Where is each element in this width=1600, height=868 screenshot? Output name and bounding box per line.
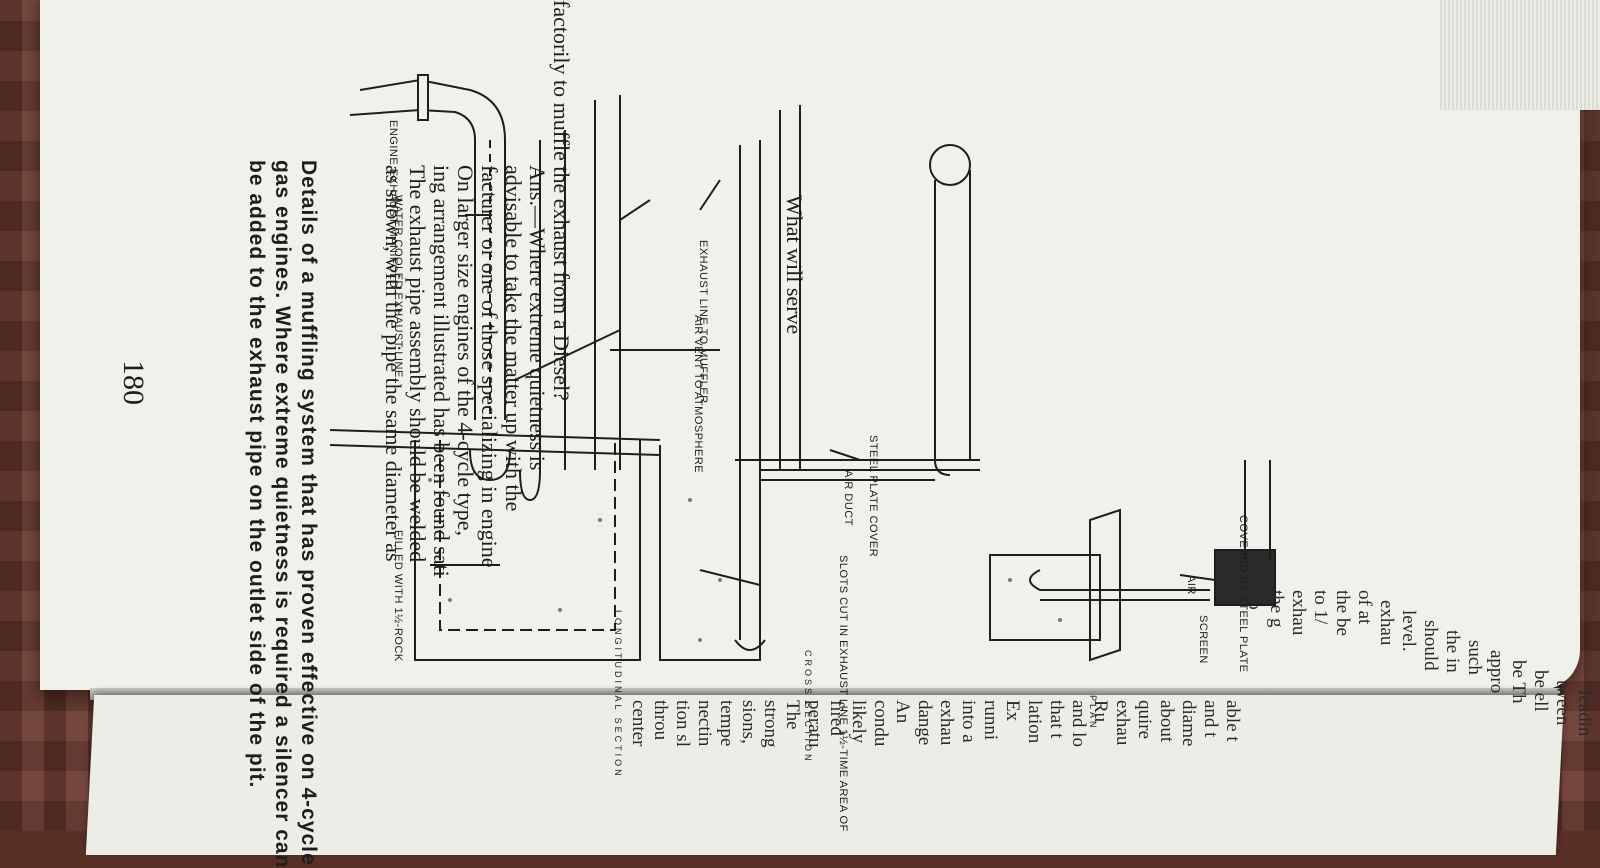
longitudinal-pit: [414, 440, 641, 661]
muffler-diagram: ENGINE EXHAUST MANIFOLD WATER COOLED EXH…: [329, 74, 1276, 831]
label-steel-plate: STEEL PLATE COVER: [867, 435, 879, 557]
label-air-duct: AIR DUCT: [842, 470, 854, 526]
book-page: [40, 0, 1580, 690]
plan-box: [989, 554, 1101, 641]
label-air-vent: AIR VENT TO ATMOSPHERE: [692, 315, 704, 473]
manifold-flange: [417, 74, 429, 121]
muffler-inlet-pipe: [539, 130, 566, 470]
section-longitudinal: LONGITUDINAL SECTION: [613, 610, 623, 779]
ground-line-long: [329, 429, 661, 456]
label-filled-rock: FILLED WITH 1½-ROCK: [392, 530, 404, 662]
cross-section-pit: [659, 445, 980, 661]
manifold-pipe: [349, 78, 506, 420]
slotted-pipe: [739, 140, 761, 640]
vent-pipe: [594, 95, 621, 470]
label-water-cooled: WATER COOLED EXHAUST LINE: [392, 195, 404, 378]
section-plan: PLAN: [1088, 695, 1098, 731]
label-covered-plate: COVERED BY STEEL PLATE: [1237, 515, 1249, 673]
page-edges: [1440, 0, 1600, 110]
label-air: AIR: [1185, 575, 1197, 595]
label-slots: SLOTS CUT IN EXHAUST LINE 1½-TIME AREA O…: [837, 555, 849, 831]
plan-vertical-pipe: [934, 170, 971, 476]
label-screen: SCREEN: [1197, 615, 1209, 664]
label-exhaust-to-muffler: EXHAUST LINE TO MUFFLER: [697, 240, 709, 404]
label-engine-manifold: ENGINE EXHAUST MANIFOLD: [387, 120, 399, 288]
question-tail: What will serve: [782, 195, 807, 335]
section-cross: CROSS SECTION: [803, 650, 813, 764]
